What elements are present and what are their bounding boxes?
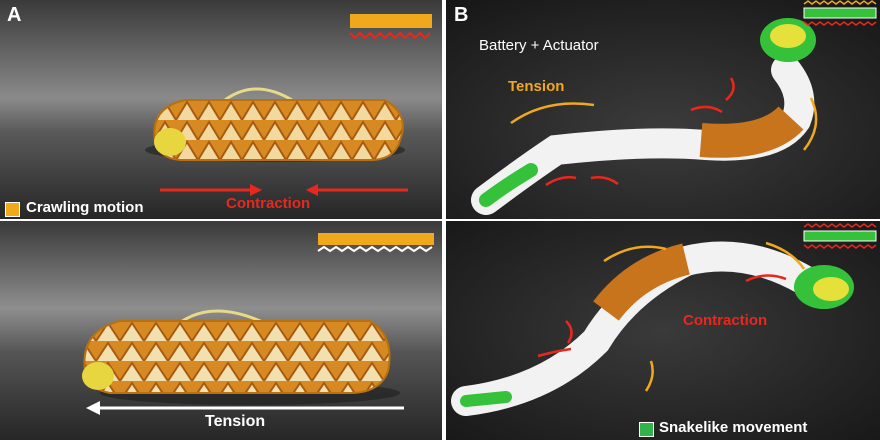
tension-label-b: Tension [508,78,565,95]
crawling-legend-swatch [5,202,20,217]
panel-a-top: A Crawling motion Contraction [0,0,442,219]
tension-label-a: Tension [205,413,266,430]
panel-b-top: B Battery + Actuator Tension [446,0,880,219]
crawling-legend-text: Crawling motion [26,199,144,216]
tension-signal-icon [803,0,877,5]
contraction-signal-icon [803,223,877,228]
extended-signal-icon [317,245,433,253]
snakelike-legend-text: Snakelike movement [659,419,808,436]
battery-actuator-caption: Battery + Actuator [479,37,599,54]
snakelike-legend-swatch [639,422,654,437]
crawling-robot-extended-photo [0,221,442,440]
panel-label-b: B [454,4,469,26]
contraction-signal-icon [803,244,877,249]
panel-label-a: A [7,4,22,26]
arrow-left-icon [86,401,100,415]
contracted-signal-icon [349,31,431,40]
contraction-signal-icon [803,21,877,26]
contraction-label-a: Contraction [226,195,311,212]
snake-robot-photo-1 [446,0,880,219]
panel-b-bottom: Contraction Snakelike movement [446,221,880,440]
crawling-robot-contracted-photo [0,0,442,219]
contraction-label-b: Contraction [683,312,768,329]
snake-robot-photo-2 [446,221,880,440]
arrow-left-icon [306,184,318,196]
arrow-right-icon [250,184,262,196]
panel-a-bottom: Tension [0,221,442,440]
